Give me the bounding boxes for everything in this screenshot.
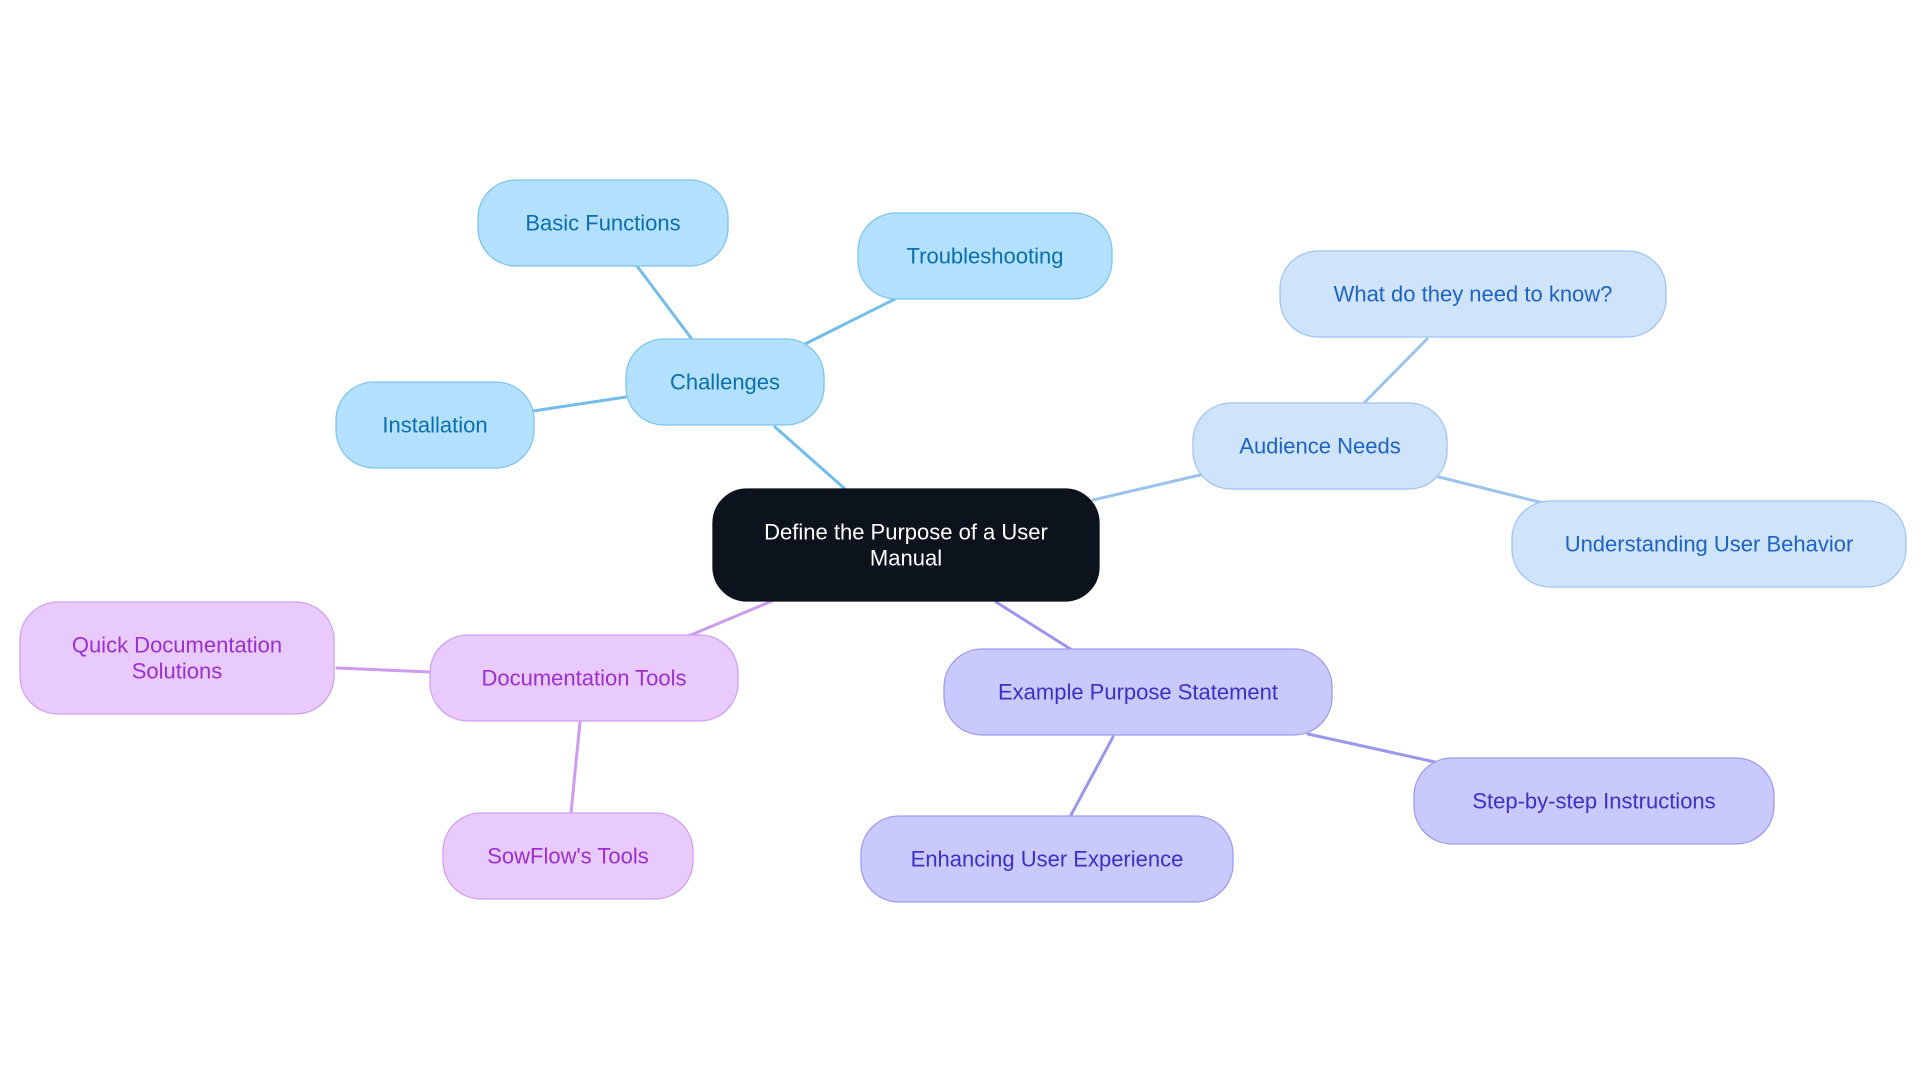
leaf-node-understanding-user-behavior-box <box>1511 500 1907 588</box>
leaf-node-troubleshooting: Troubleshooting <box>857 212 1113 300</box>
leaf-node-enhancing-user-experience: Enhancing User Experience <box>860 815 1234 903</box>
edges-layer <box>335 264 1545 817</box>
branch-node-documentation-tools-label: Documentation Tools <box>481 666 686 691</box>
edge-example-purpose-statement-to-enhancing-user-experience <box>1069 735 1115 817</box>
leaf-node-quick-documentation-solutions-box <box>19 601 335 715</box>
branch-node-audience-needs: Audience Needs <box>1192 402 1448 490</box>
branch-node-challenges-label: Challenges <box>670 370 780 395</box>
root-node-label-line-1: Define the Purpose of a User <box>764 520 1048 545</box>
edge-root-to-challenges <box>773 425 847 491</box>
leaf-node-sowflow-s-tools: SowFlow's Tools <box>442 812 694 900</box>
edge-challenges-to-troubleshooting <box>801 297 897 347</box>
leaf-node-step-by-step-instructions-box <box>1413 757 1775 845</box>
leaf-node-installation-box <box>335 381 535 469</box>
edge-documentation-tools-to-sowflow-s-tools <box>569 720 582 815</box>
edge-audience-needs-to-what-do-they-need-to-know <box>1362 337 1429 405</box>
branch-node-challenges: Challenges <box>625 338 825 426</box>
leaf-node-enhancing-user-experience-label: Enhancing User Experience <box>911 847 1184 872</box>
branch-node-example-purpose-statement-label: Example Purpose Statement <box>998 680 1278 705</box>
leaf-node-step-by-step-instructions: Step-by-step Instructions <box>1413 757 1775 845</box>
edge-root-to-audience-needs <box>1091 473 1202 502</box>
root-node-box <box>712 488 1100 602</box>
branch-node-documentation-tools: Documentation Tools <box>429 634 739 722</box>
leaf-node-enhancing-user-experience-box <box>860 815 1234 903</box>
edge-example-purpose-statement-to-step-by-step-instructions <box>1306 732 1437 764</box>
branch-node-example-purpose-statement-box <box>943 648 1333 736</box>
leaf-node-understanding-user-behavior: Understanding User Behavior <box>1511 500 1907 588</box>
branch-node-audience-needs-label: Audience Needs <box>1239 434 1400 459</box>
leaf-node-what-do-they-need-to-know-box <box>1279 250 1667 338</box>
leaf-node-quick-documentation-solutions-label-line-2: Solutions <box>132 659 223 684</box>
leaf-node-installation-label: Installation <box>382 413 487 438</box>
branch-node-documentation-tools-box <box>429 634 739 722</box>
leaf-node-installation: Installation <box>335 381 535 469</box>
leaf-node-step-by-step-instructions-label: Step-by-step Instructions <box>1472 789 1715 814</box>
edge-challenges-to-basic-functions <box>635 264 693 340</box>
branch-node-audience-needs-box <box>1192 402 1448 490</box>
edge-audience-needs-to-understanding-user-behavior <box>1437 475 1545 505</box>
branch-node-challenges-box <box>625 338 825 426</box>
leaf-node-sowflow-s-tools-label: SowFlow's Tools <box>487 844 649 869</box>
edge-challenges-to-installation <box>531 395 628 413</box>
leaf-node-basic-functions-box <box>477 179 729 267</box>
edge-documentation-tools-to-quick-documentation-solutions <box>335 666 432 674</box>
leaf-node-what-do-they-need-to-know-label: What do they need to know? <box>1334 282 1613 307</box>
leaf-node-troubleshooting-label: Troubleshooting <box>907 244 1064 269</box>
leaf-node-basic-functions-label: Basic Functions <box>525 211 680 236</box>
leaf-node-quick-documentation-solutions-label-line-1: Quick Documentation <box>72 633 282 658</box>
leaf-node-what-do-they-need-to-know: What do they need to know? <box>1279 250 1667 338</box>
branch-node-example-purpose-statement: Example Purpose Statement <box>943 648 1333 736</box>
leaf-node-understanding-user-behavior-label: Understanding User Behavior <box>1565 532 1854 557</box>
edge-root-to-example-purpose-statement <box>994 600 1074 652</box>
leaf-node-troubleshooting-box <box>857 212 1113 300</box>
leaf-node-basic-functions: Basic Functions <box>477 179 729 267</box>
root-node-label-line-2: Manual <box>870 546 942 571</box>
leaf-node-sowflow-s-tools-box <box>442 812 694 900</box>
edge-root-to-documentation-tools <box>684 599 774 639</box>
